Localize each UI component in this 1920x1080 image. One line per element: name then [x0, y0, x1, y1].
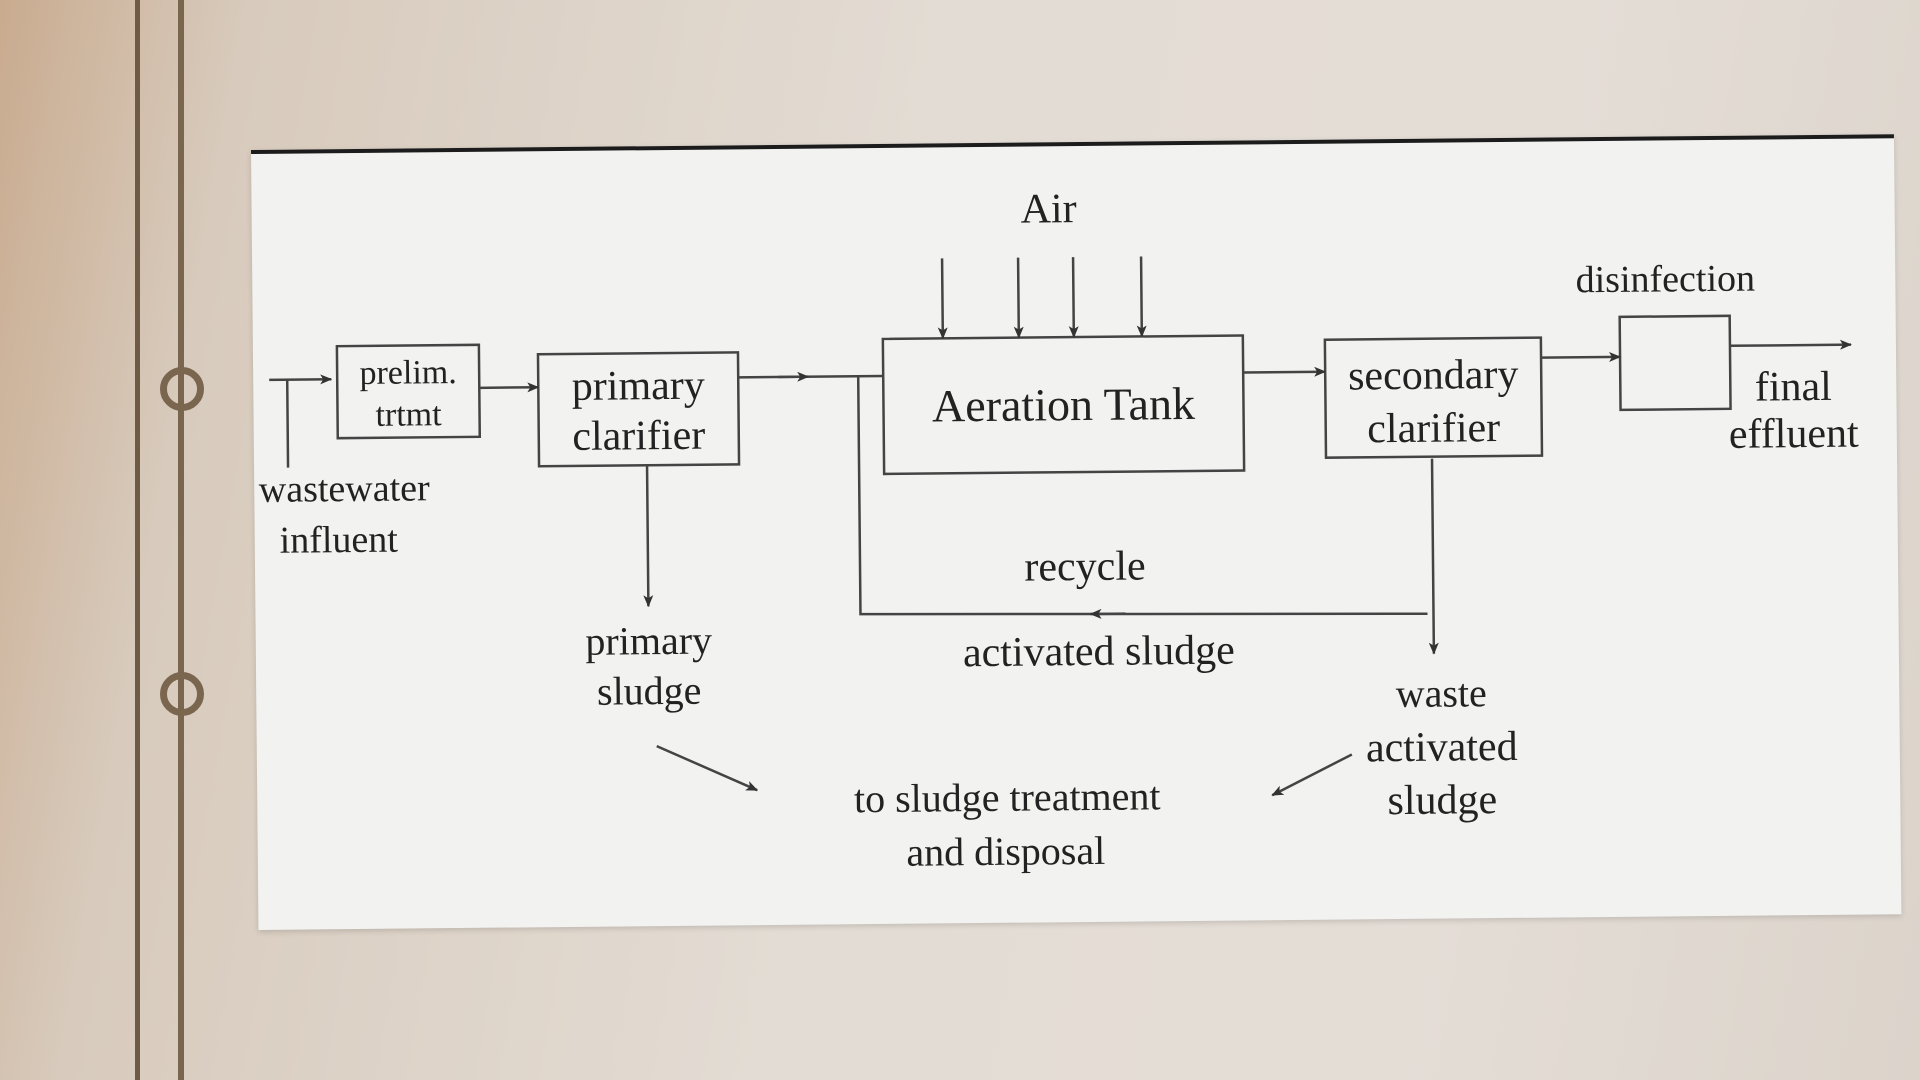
- sludge-treatment-label-2: and disposal: [906, 828, 1105, 875]
- primary-sludge-label-2: sludge: [597, 668, 702, 714]
- final-effluent-label-1: final: [1755, 364, 1832, 411]
- waste-to-treatment-arrow: [1271, 753, 1353, 797]
- waste-sludge-label-3: sludge: [1387, 777, 1497, 824]
- air-arrow-4: [1136, 256, 1147, 338]
- air-arrow-2: [1013, 257, 1024, 339]
- recycle-loop-line: [856, 376, 1428, 616]
- secondary-clarifier-box: [1323, 336, 1544, 459]
- binder-ring-top: [160, 367, 204, 411]
- primary-to-aeration-line: [738, 374, 884, 379]
- secondary-clarifier-label-1: secondary: [1348, 352, 1519, 400]
- aeration-tank-label: Aeration Tank: [932, 378, 1195, 432]
- primary-sludge-label-1: primary: [585, 618, 712, 664]
- activated-sludge-label: activated sludge: [963, 628, 1235, 677]
- process-flow-diagram: Air prelim. trtmt primary clarifier Aera…: [259, 186, 1860, 875]
- sludge-treatment-label-1: to sludge treatment: [854, 773, 1161, 821]
- binder-rail-left: [135, 0, 140, 1080]
- binder-ring-bottom: [160, 672, 204, 716]
- prelim-treatment-box: [335, 343, 482, 440]
- air-label: Air: [1020, 186, 1076, 233]
- disinfection-box: [1618, 314, 1732, 412]
- prelim-to-primary-arrow: [479, 382, 540, 393]
- primary-sludge-arrow: [643, 466, 654, 608]
- aeration-to-secondary-arrow: [1243, 366, 1327, 377]
- binder-rail-right: [178, 0, 184, 1080]
- waste-sludge-label-2: activated: [1366, 724, 1518, 771]
- aeration-tank-box: [881, 334, 1246, 476]
- secondary-to-disinfection-arrow: [1541, 351, 1622, 362]
- waste-sludge-label-1: waste: [1396, 670, 1488, 716]
- influent-arrow: [269, 374, 333, 385]
- diagram-slide: Air prelim. trtmt primary clarifier Aera…: [251, 134, 1902, 930]
- primary-to-treatment-arrow: [656, 744, 759, 792]
- influent-label-2: influent: [279, 519, 398, 562]
- waste-sludge-arrow: [1428, 458, 1439, 655]
- final-effluent-label-2: effluent: [1729, 411, 1860, 458]
- influent-label-1: wastewater: [259, 467, 431, 511]
- final-effluent-arrow: [1729, 339, 1852, 350]
- influent-drop-line: [285, 379, 290, 468]
- primary-clarifier-box: [536, 351, 741, 468]
- secondary-clarifier-label-2: clarifier: [1367, 405, 1500, 452]
- primary-clarifier-label-2: clarifier: [572, 413, 705, 460]
- prelim-label-2: trtmt: [375, 396, 442, 434]
- primary-clarifier-label-1: primary: [572, 363, 705, 410]
- air-arrow-3: [1068, 257, 1079, 339]
- air-arrow-1: [937, 258, 948, 340]
- prelim-label-1: prelim.: [359, 354, 457, 392]
- disinfection-label: disinfection: [1575, 258, 1755, 302]
- recycle-label: recycle: [1024, 543, 1146, 590]
